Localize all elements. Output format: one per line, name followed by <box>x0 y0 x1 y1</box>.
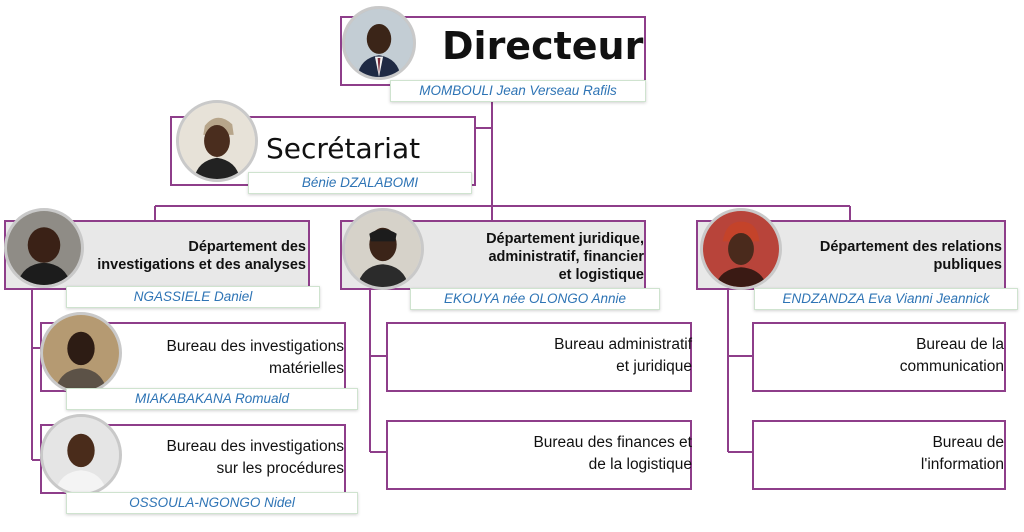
bureau-title: Bureau administratif et juridique <box>554 336 692 375</box>
person-portrait-icon <box>43 417 119 493</box>
secretariat-photo <box>176 100 258 182</box>
person-portrait-icon <box>179 103 255 179</box>
director-photo <box>342 6 416 80</box>
bureau-title: Bureau des investigations matérielles <box>166 338 344 377</box>
bureau-head-name: MIAKABAKANA Romuald <box>66 388 358 410</box>
department-head-photo <box>4 208 84 288</box>
bureau-title: Bureau de l'information <box>920 434 1004 473</box>
bureau-title: Bureau des finances et de la logistique <box>533 434 692 473</box>
director-name: MOMBOULI Jean Verseau Rafils <box>390 80 646 102</box>
person-portrait-icon <box>7 211 81 285</box>
bureau-box <box>752 322 1006 392</box>
bureau-box <box>386 420 692 490</box>
department-title: Département juridique, administratif, fi… <box>486 231 644 283</box>
department-title: Département des relations publiques <box>819 239 1002 273</box>
bureau-box <box>386 322 692 392</box>
director-title: Directeur <box>442 24 644 68</box>
person-portrait-icon <box>703 211 779 287</box>
department-head-name: ENDZANDZA Eva Vianni Jeannick <box>754 288 1018 310</box>
bureau-title: Bureau de la communication <box>899 336 1004 375</box>
department-head-name: NGASSIELE Daniel <box>66 286 320 308</box>
person-portrait-icon <box>345 211 421 287</box>
bureau-title: Bureau des investigations sur les procéd… <box>166 438 344 477</box>
bureau-head-photo <box>40 414 122 496</box>
bureau-box <box>752 420 1006 490</box>
bureau-head-photo <box>40 312 122 394</box>
department-head-photo <box>342 208 424 290</box>
department-head-photo <box>700 208 782 290</box>
department-title: Département des investigations et des an… <box>97 239 306 273</box>
secretariat-name: Bénie DZALABOMI <box>248 172 472 194</box>
bureau-head-name: OSSOULA-NGONGO Nidel <box>66 492 358 514</box>
secretariat-title: Secrétariat <box>266 132 421 165</box>
person-portrait-icon <box>345 9 413 77</box>
department-head-name: EKOUYA née OLONGO Annie <box>410 288 660 310</box>
person-portrait-icon <box>43 315 119 391</box>
